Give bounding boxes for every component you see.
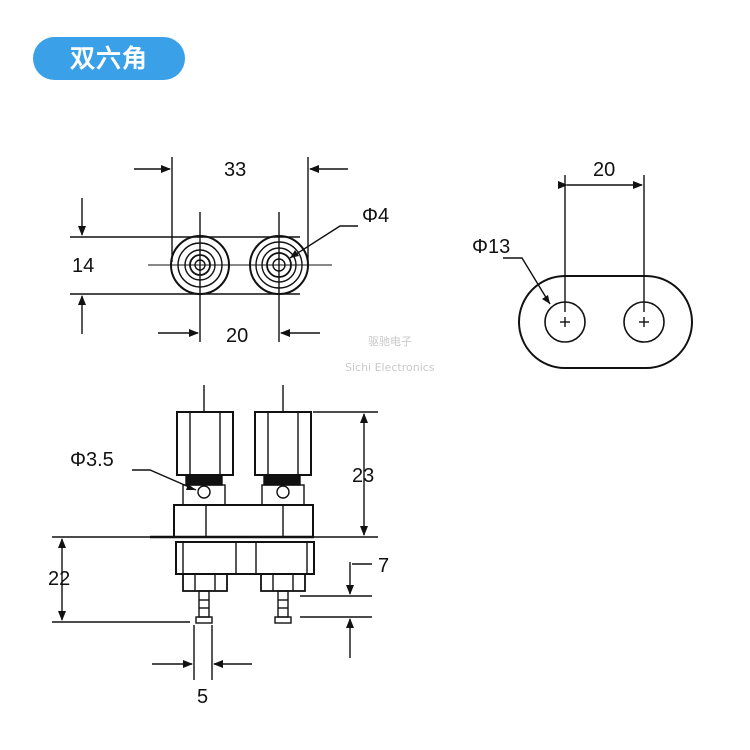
nut-gap-label: 7 bbox=[378, 555, 389, 577]
top-view bbox=[70, 157, 358, 342]
panel-pitch-label: 20 bbox=[593, 159, 615, 181]
hole-diameter-label: Φ4 bbox=[362, 205, 389, 227]
top-pitch-label: 20 bbox=[226, 325, 248, 347]
watermark-cn: 驱驰电子 bbox=[368, 334, 412, 348]
panel-hole-label: Φ13 bbox=[472, 236, 510, 258]
panel-cutout-view bbox=[503, 175, 693, 369]
lower-height-label: 22 bbox=[48, 568, 70, 590]
side-view bbox=[52, 385, 378, 680]
shaft-diameter-label: Φ3.5 bbox=[70, 449, 114, 471]
pin-width-label: 5 bbox=[197, 686, 208, 708]
top-width-label: 33 bbox=[224, 159, 246, 181]
knob-height-label: 23 bbox=[352, 465, 374, 487]
top-height-label: 14 bbox=[72, 255, 94, 277]
title-badge: 双六角 bbox=[33, 37, 185, 80]
watermark-en: Sichi Electronics bbox=[345, 361, 435, 374]
